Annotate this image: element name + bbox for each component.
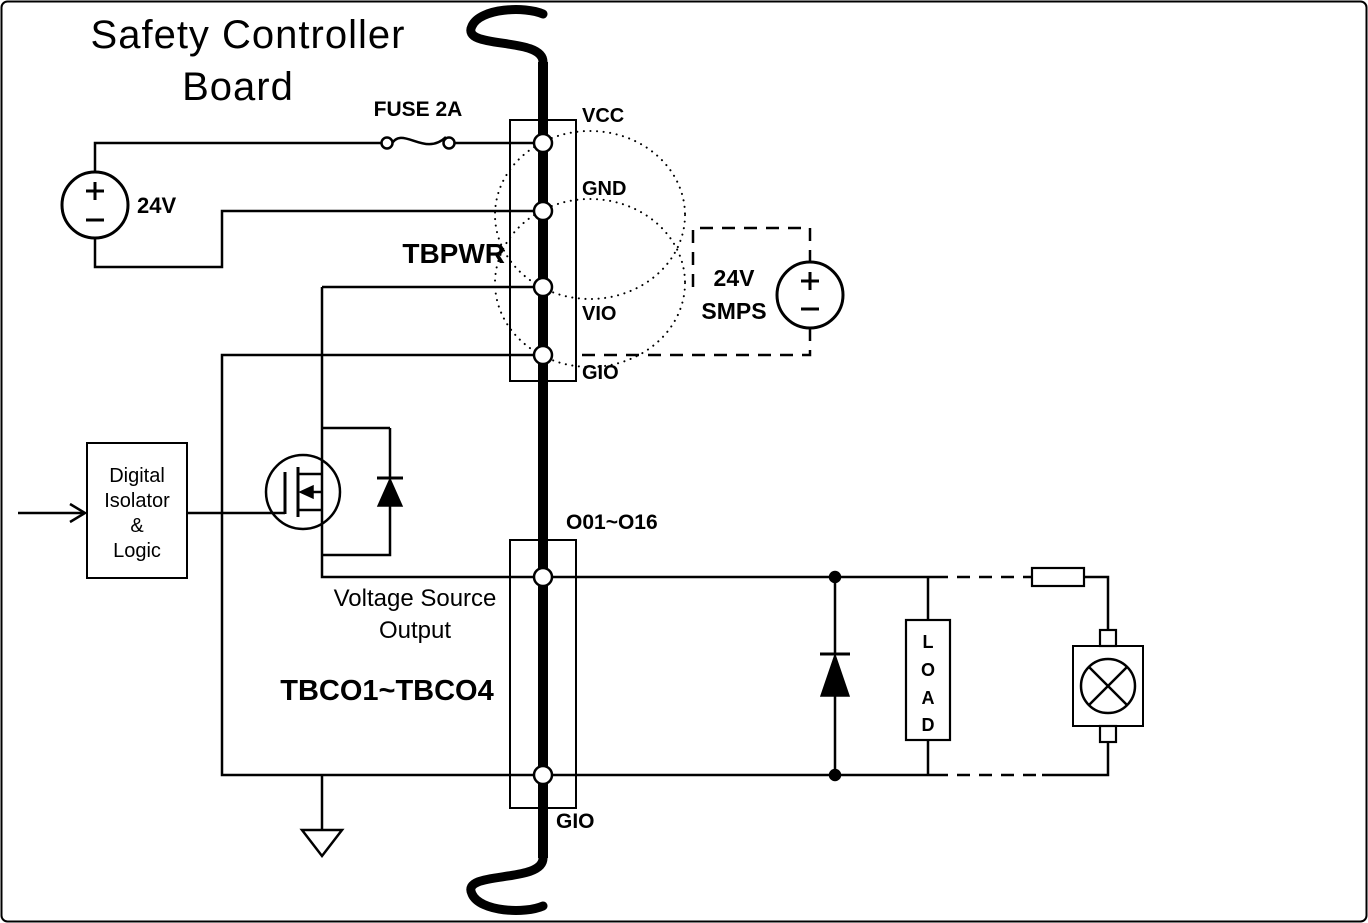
pin-label-vcc: VCC — [582, 105, 624, 127]
tbco-rect — [509, 539, 577, 809]
smps-label-line1: 24V — [714, 265, 756, 291]
pin-label-gnd: GND — [582, 178, 626, 200]
gnd-gio-link-ellipse — [494, 198, 686, 368]
diode-triangle-icon — [819, 652, 851, 697]
fuse-label: FUSE 2A — [374, 98, 463, 121]
load-letter: D — [922, 715, 935, 735]
page-title-line2: Board — [182, 65, 294, 109]
bus-break-top — [466, 5, 548, 67]
terminal-output — [532, 566, 554, 588]
internal-link-ellipses — [494, 130, 686, 368]
dc-source-circle — [60, 170, 130, 240]
smps-circle — [775, 260, 845, 330]
lamp-pad-top — [1098, 628, 1118, 648]
lamp-body-rect — [1072, 645, 1144, 727]
ground-symbol — [299, 828, 345, 859]
external-fuse-symbol — [1030, 566, 1086, 588]
lamp-symbol — [1072, 628, 1144, 744]
smps-dashed-top — [691, 226, 812, 287]
lamp-cross-line — [1088, 666, 1128, 706]
tbpwr-block — [509, 119, 577, 382]
fuse-terminal-left — [380, 136, 394, 150]
input-arrow-icon — [69, 502, 88, 524]
bus-break-bottom — [466, 853, 548, 915]
board-edge-bus — [466, 5, 548, 915]
output-caption-line2: Output — [379, 617, 451, 644]
terminal-gnd — [532, 200, 554, 222]
lamp-pad-bottom — [1098, 724, 1118, 744]
load-box: L O A D — [904, 618, 952, 742]
terminal-gio-bottom — [532, 764, 554, 786]
tbco-label: TBCO1~TBCO4 — [280, 675, 494, 707]
lamp-circle — [1079, 657, 1137, 715]
tbpwr-label: TBPWR — [402, 238, 505, 269]
pin-label-gio-bottom: GIO — [556, 810, 595, 833]
tbco-block — [509, 539, 577, 809]
body-diode-symbol — [376, 476, 404, 507]
mosfet-symbol — [264, 453, 342, 531]
isolator-label-line2: Isolator — [104, 490, 170, 512]
load-rect — [904, 618, 952, 742]
isolator-rect — [86, 442, 188, 579]
load-letter: L — [923, 632, 934, 652]
page-title-line1: Safety Controller — [91, 13, 406, 57]
output-channel-range-label: O01~O16 — [566, 511, 658, 534]
terminal-vcc — [532, 132, 554, 154]
isolator-label-line1: Digital — [109, 465, 165, 487]
dc-source-24v — [60, 170, 130, 240]
fuse-symbol — [380, 136, 456, 150]
mosfet-circle — [264, 453, 342, 531]
fuse-element — [389, 136, 447, 146]
junction-dot-top — [828, 570, 842, 584]
wires — [93, 141, 1110, 830]
plus-icon — [801, 272, 819, 290]
plus-icon — [86, 182, 104, 200]
dashed-wiring — [578, 226, 1042, 777]
freewheel-diode-symbol — [819, 652, 851, 697]
tbpwr-rect — [509, 119, 577, 382]
fuse-terminal-right — [442, 136, 456, 150]
smps-label-line2: SMPS — [701, 298, 766, 324]
vcc-vio-link-ellipse — [494, 130, 686, 300]
isolator-label-line4: Logic — [113, 540, 161, 562]
load-letter: A — [922, 688, 935, 708]
pin-label-vio: VIO — [582, 303, 616, 325]
junction-dot-bottom — [828, 768, 842, 782]
terminal-vio — [532, 276, 554, 298]
digital-isolator-block — [18, 442, 188, 579]
output-caption-line1: Voltage Source — [334, 585, 497, 612]
terminal-gio — [532, 344, 554, 366]
ground-triangle-icon — [299, 828, 345, 859]
smps-source — [775, 260, 845, 330]
source-24v-label: 24V — [137, 193, 176, 218]
load-letter: O — [921, 660, 935, 680]
isolator-label-line3: & — [130, 515, 144, 537]
mosfet-body-arrow-icon — [298, 484, 314, 500]
pin-label-gio: GIO — [582, 362, 619, 384]
smps-dashed-bottom — [578, 328, 812, 357]
diode-triangle-icon — [376, 477, 404, 507]
